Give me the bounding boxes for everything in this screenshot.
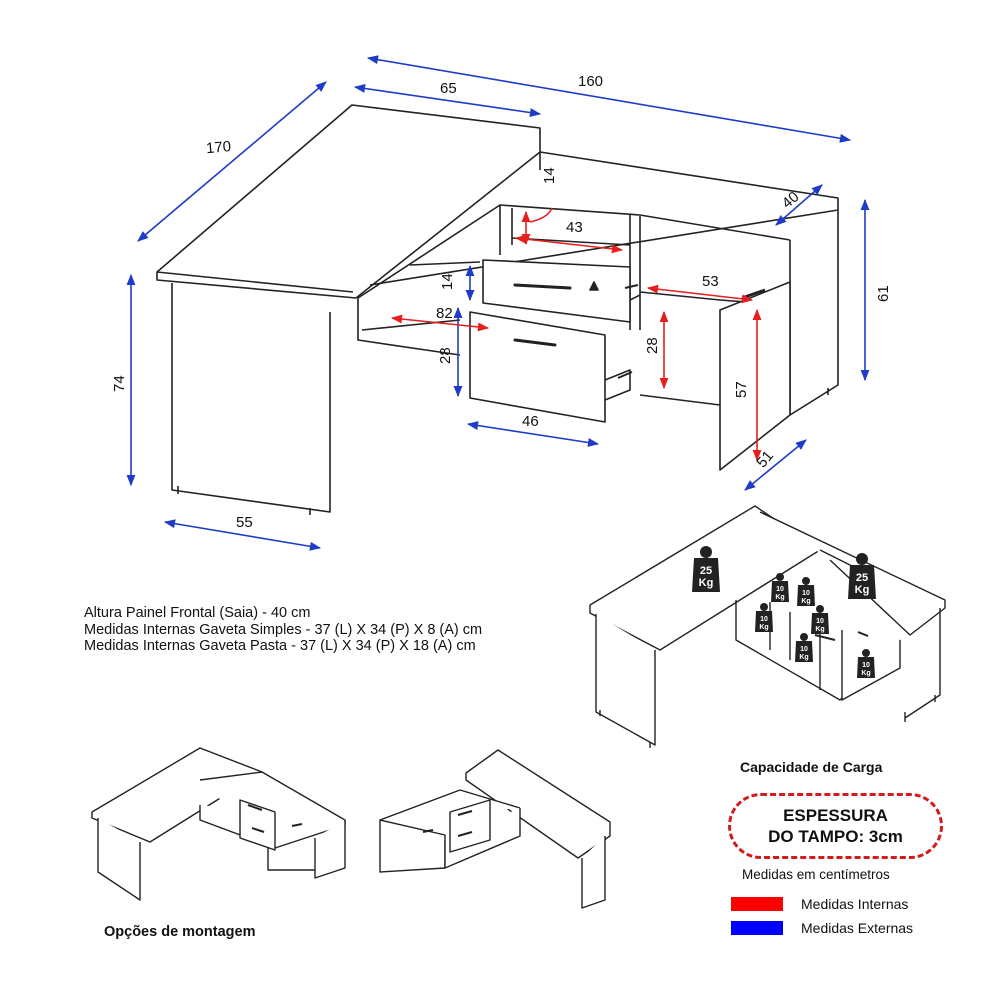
dim-53: 53 <box>702 273 719 290</box>
dim-55: 55 <box>236 514 253 531</box>
weight-10kg-e: 10 Kg <box>795 633 813 662</box>
assembly-options-title: Opções de montagem <box>104 924 256 940</box>
legend-label-external: Medidas Externas <box>801 920 914 936</box>
main-desk-drawing <box>156 104 839 515</box>
dim-61: 61 <box>875 285 892 302</box>
svg-text:Kg: Kg <box>815 626 824 633</box>
internal-dimension-lines <box>390 207 762 462</box>
svg-text:Kg: Kg <box>699 577 714 589</box>
svg-text:Kg: Kg <box>861 670 870 677</box>
legend-swatch-red <box>731 897 783 911</box>
dim-14-mid: 14 <box>439 273 456 290</box>
badge-line-1: ESPESSURA <box>783 806 888 825</box>
svg-text:10: 10 <box>802 590 810 597</box>
svg-text:Kg: Kg <box>799 654 808 661</box>
weight-10kg-f: 10 Kg <box>857 649 875 678</box>
units-note: Medidas em centímetros <box>742 867 890 882</box>
note-front-panel-height: Altura Painel Frontal (Saia) - 40 cm <box>84 605 311 621</box>
dim-160: 160 <box>578 73 603 90</box>
dim-28-left: 28 <box>437 347 454 364</box>
product-notes: Altura Painel Frontal (Saia) - 40 cm Med… <box>84 605 482 655</box>
svg-text:25: 25 <box>856 572 868 584</box>
weight-10kg-a: 10 Kg <box>771 573 789 602</box>
dim-65: 65 <box>440 80 457 97</box>
weight-25kg-left: 25 Kg <box>692 546 720 592</box>
dim-57: 57 <box>733 381 750 398</box>
svg-text:Kg: Kg <box>759 624 768 631</box>
legend-external: Medidas Externas <box>731 918 951 938</box>
dim-43: 43 <box>566 219 583 236</box>
top-thickness-badge: ESPESSURA DO TAMPO: 3cm <box>728 793 943 859</box>
assembly-option-left <box>91 747 346 901</box>
weight-10kg-d: 10 Kg <box>811 605 829 634</box>
external-dimension-lines <box>126 55 870 551</box>
weight-10kg-b: 10 Kg <box>797 577 815 606</box>
dim-82: 82 <box>436 305 453 322</box>
svg-text:Kg: Kg <box>775 594 784 601</box>
load-weights: 25 Kg 25 Kg 10 Kg 10 Kg 10 Kg 10 Kg <box>692 546 876 678</box>
note-folder-drawer: Medidas Internas Gaveta Pasta - 37 (L) X… <box>84 638 476 654</box>
svg-text:10: 10 <box>862 662 870 669</box>
legend-label-internal: Medidas Internas <box>801 896 909 912</box>
badge-line-2: DO TAMPO: 3cm <box>768 827 903 846</box>
svg-text:10: 10 <box>800 646 808 653</box>
dim-46: 46 <box>522 413 539 430</box>
weight-10kg-c: 10 Kg <box>755 603 773 632</box>
weight-25kg-right: 25 Kg <box>848 553 876 599</box>
svg-text:10: 10 <box>760 616 768 623</box>
svg-text:10: 10 <box>776 586 784 593</box>
svg-text:Kg: Kg <box>855 584 870 596</box>
svg-text:25: 25 <box>700 565 712 577</box>
capacity-title: Capacidade de Carga <box>740 759 883 775</box>
legend-internal: Medidas Internas <box>731 894 951 914</box>
dim-28-right: 28 <box>644 337 661 354</box>
note-simple-drawer: Medidas Internas Gaveta Simples - 37 (L)… <box>84 621 483 638</box>
legend-swatch-blue <box>731 921 783 935</box>
dim-170: 170 <box>205 138 231 157</box>
dim-14-top: 14 <box>541 167 558 184</box>
svg-text:Kg: Kg <box>801 598 810 605</box>
dim-74: 74 <box>111 375 128 392</box>
svg-text:10: 10 <box>816 618 824 625</box>
assembly-option-right <box>379 749 611 909</box>
